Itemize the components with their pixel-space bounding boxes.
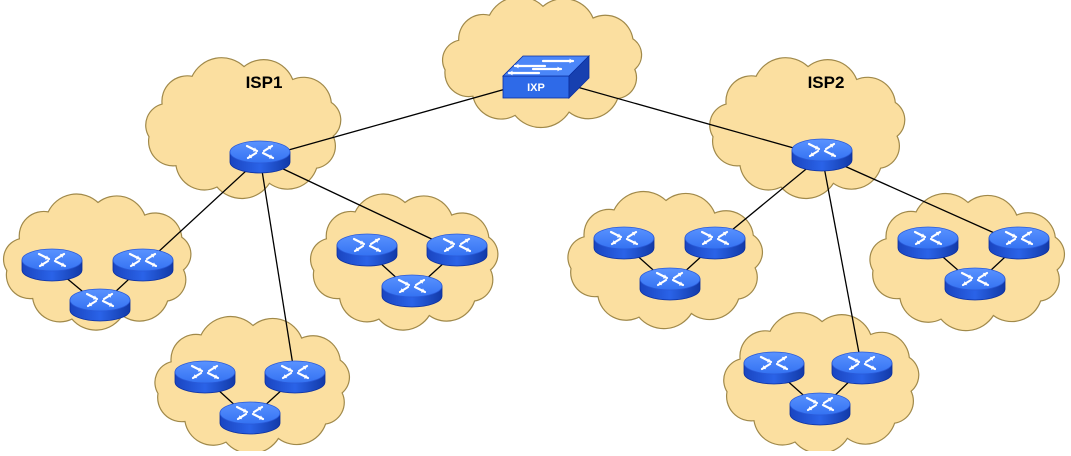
link-isp2-core-router-to-f-right-router [821, 155, 863, 370]
router-icon [426, 233, 488, 267]
router-icon [897, 226, 959, 260]
link-isp2-core-router-to-ixp-switch [544, 77, 823, 157]
d-bottom-router [639, 267, 701, 301]
link-isp1-core-router-to-a-right-router [142, 157, 261, 267]
link-isp1-core-router-to-c-right-router [259, 157, 296, 379]
router-icon [743, 351, 805, 385]
customer-a-cloud [2, 193, 192, 331]
c-right-router [264, 360, 326, 394]
switch-icon [502, 55, 590, 99]
customer-b-cloud [309, 193, 499, 331]
router-icon [69, 288, 131, 322]
router-icon [684, 226, 746, 260]
d-left-router [593, 226, 655, 260]
f-left-router [743, 351, 805, 385]
router-icon [593, 226, 655, 260]
labels-layer: ISP1 ISP2 [246, 73, 845, 92]
b-left-router [336, 233, 398, 267]
router-icon [229, 140, 291, 174]
router-icon [174, 360, 236, 394]
b-right-router [426, 233, 488, 267]
devices-layer: IXP [21, 55, 1050, 435]
link-isp1-core-router-to-b-right-router [259, 157, 458, 252]
link-isp2-core-router-to-e-right-router [821, 155, 1020, 245]
router-icon [381, 274, 443, 308]
router-icon [791, 138, 853, 172]
c-left-router [174, 360, 236, 394]
f-bottom-router [789, 392, 851, 426]
customer-f-cloud [723, 312, 920, 455]
customer-e-cloud [869, 192, 1066, 332]
isp2-label: ISP2 [808, 73, 845, 92]
customer-d-cloud [567, 190, 764, 330]
isp2-core-router [791, 138, 853, 172]
isp2-cloud [709, 57, 906, 200]
ixp-switch: IXP [502, 55, 590, 99]
f-right-router [831, 351, 893, 385]
link-isp1-core-router-to-ixp-switch [259, 77, 546, 159]
c-bottom-router [219, 401, 281, 435]
router-icon [219, 401, 281, 435]
d-right-router [684, 226, 746, 260]
ixp-label: IXP [527, 82, 545, 94]
a-right-router [112, 248, 174, 282]
b-bottom-router [381, 274, 443, 308]
router-icon [112, 248, 174, 282]
router-icon [789, 392, 851, 426]
router-icon [264, 360, 326, 394]
e-right-router [988, 226, 1050, 260]
router-icon [831, 351, 893, 385]
router-icon [944, 267, 1006, 301]
router-icon [988, 226, 1050, 260]
e-bottom-router [944, 267, 1006, 301]
a-left-router [21, 248, 83, 282]
router-icon [336, 233, 398, 267]
a-bottom-router [69, 288, 131, 322]
router-icon [639, 267, 701, 301]
isp1-label: ISP1 [246, 73, 283, 92]
isp1-cloud [145, 57, 342, 200]
isp1-core-router [229, 140, 291, 174]
router-icon [21, 248, 83, 282]
e-left-router [897, 226, 959, 260]
